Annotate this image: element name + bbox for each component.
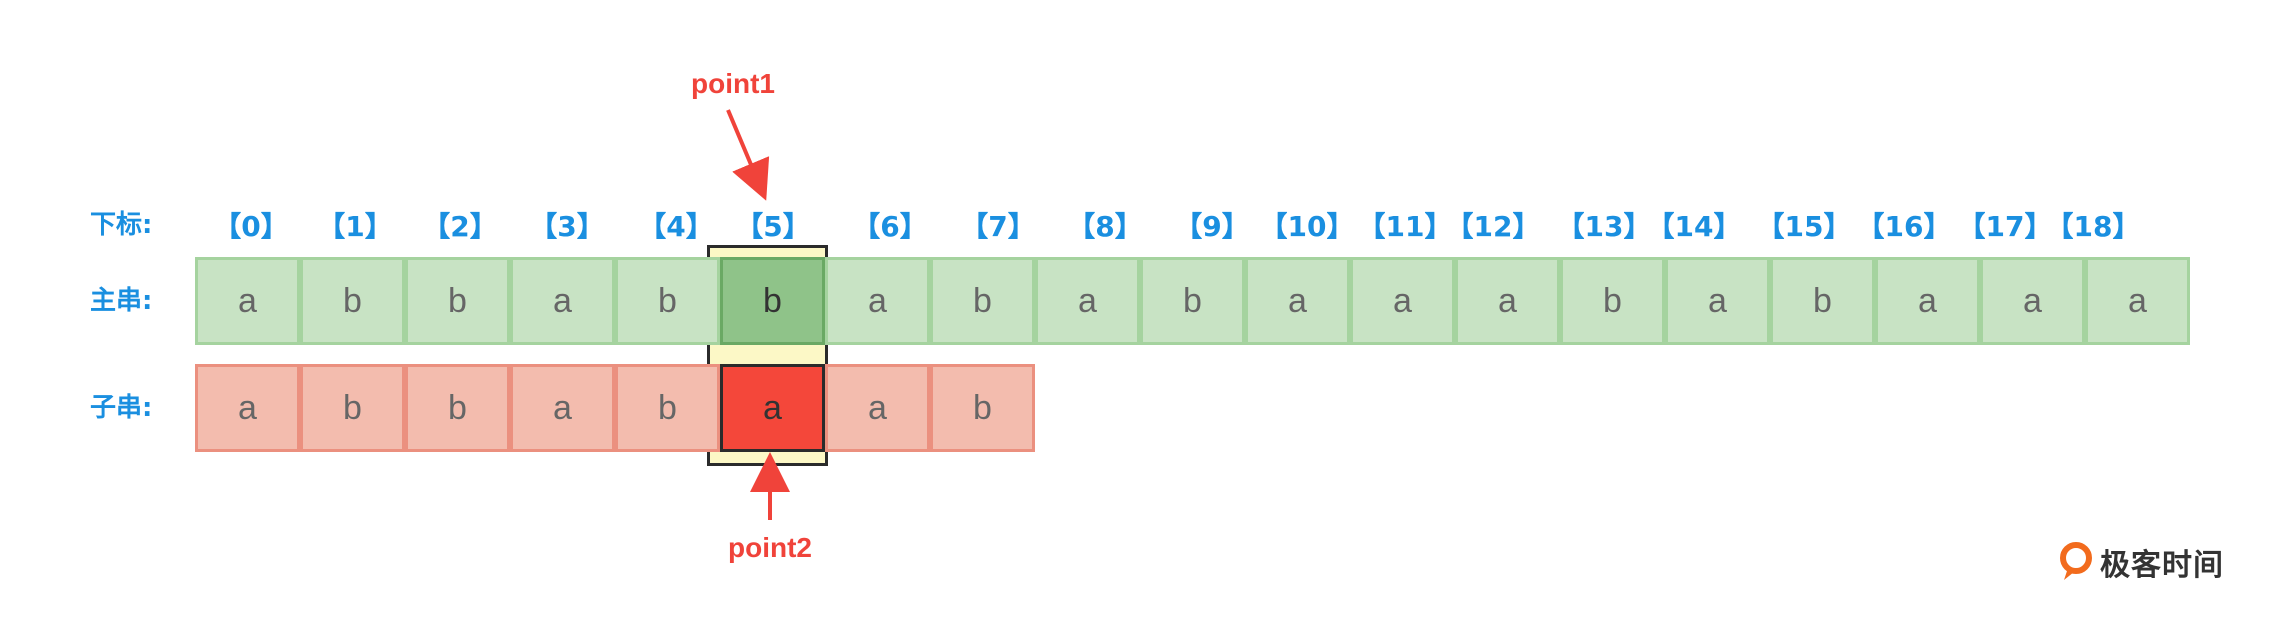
index-label: 【4】 xyxy=(638,210,714,243)
main-cell: a xyxy=(1665,257,1770,345)
index-label: 【16】 xyxy=(1856,210,1952,243)
main-cell: a xyxy=(1035,257,1140,345)
sub-cell: b xyxy=(615,364,720,452)
main-cell: a xyxy=(2085,257,2190,345)
sub-cell: a xyxy=(195,364,300,452)
main-cell: b xyxy=(300,257,405,345)
sub-cell: b xyxy=(930,364,1035,452)
main-cell: a xyxy=(510,257,615,345)
index-label: 【5】 xyxy=(735,210,811,243)
sub-cell: b xyxy=(300,364,405,452)
main-cell: a xyxy=(195,257,300,345)
index-label: 【17】 xyxy=(1957,210,2053,243)
index-label: 【10】 xyxy=(1259,210,1355,243)
sub-cell-current: a xyxy=(720,364,825,452)
point2-label: point2 xyxy=(728,532,812,563)
logo: 极客时间 xyxy=(2058,540,2224,584)
index-label: 【2】 xyxy=(422,210,498,243)
index-label: 【11】 xyxy=(1357,210,1453,243)
index-label: 【14】 xyxy=(1646,210,1742,243)
main-cell: a xyxy=(1245,257,1350,345)
index-label: 【1】 xyxy=(317,210,393,243)
main-cell: a xyxy=(825,257,930,345)
logo-text: 极客时间 xyxy=(2100,548,2224,583)
index-label: 【9】 xyxy=(1174,210,1250,243)
main-cell: b xyxy=(930,257,1035,345)
main-cell: a xyxy=(1455,257,1560,345)
main-cell: b xyxy=(1770,257,1875,345)
main-cell: a xyxy=(1350,257,1455,345)
main-cell-current: b xyxy=(720,257,825,345)
index-label: 【7】 xyxy=(960,210,1036,243)
main-cell: a xyxy=(1980,257,2085,345)
geektime-logo-icon xyxy=(2060,542,2092,580)
main-row-label: 主串: xyxy=(90,286,153,316)
index-label: 【0】 xyxy=(213,210,289,243)
main-cell: a xyxy=(1875,257,1980,345)
index-label: 【3】 xyxy=(529,210,605,243)
index-label: 【6】 xyxy=(852,210,928,243)
index-label: 【8】 xyxy=(1067,210,1143,243)
index-row-label: 下标: xyxy=(90,210,153,240)
index-label: 【15】 xyxy=(1756,210,1852,243)
main-cell: b xyxy=(405,257,510,345)
sub-cell: b xyxy=(405,364,510,452)
main-cell: b xyxy=(615,257,720,345)
main-cell: b xyxy=(1140,257,1245,345)
sub-cell: a xyxy=(825,364,930,452)
main-cell: b xyxy=(1560,257,1665,345)
index-label: 【12】 xyxy=(1445,210,1541,243)
point1-arrow xyxy=(726,109,770,201)
sub-cell: a xyxy=(510,364,615,452)
point1-label: point1 xyxy=(691,68,775,99)
index-label: 【13】 xyxy=(1556,210,1652,243)
sub-row-label: 子串: xyxy=(90,393,153,423)
index-label: 【18】 xyxy=(2045,210,2141,243)
